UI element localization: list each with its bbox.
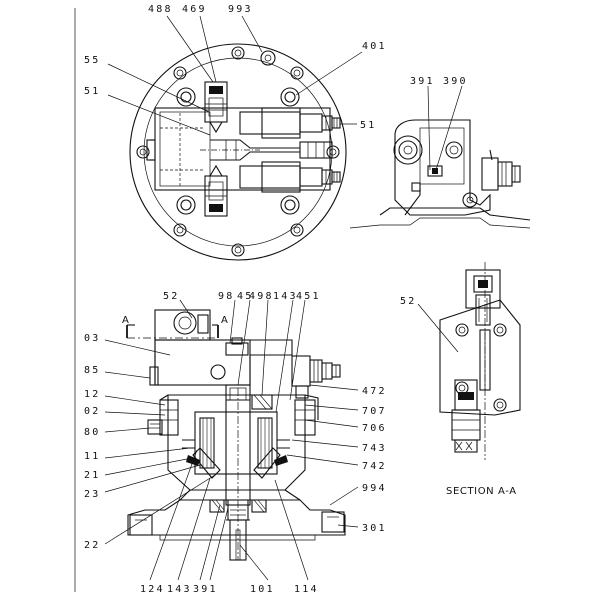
label-391-detail: 391 (410, 76, 435, 87)
label-21: 21 (84, 470, 100, 481)
spool-upper (239, 107, 341, 139)
label-22: 22 (84, 540, 100, 551)
label-391-bottom: 391 (193, 584, 218, 595)
label-98: 98 (218, 291, 234, 302)
label-993: 993 (228, 4, 253, 15)
label-12: 12 (84, 389, 100, 400)
label-472: 472 (362, 386, 387, 397)
relief-valve-upper (204, 81, 228, 134)
label-124: 124 (140, 584, 165, 595)
section-view (126, 309, 346, 561)
label-742: 742 (362, 461, 387, 472)
label-143-bottom: 143 (167, 584, 192, 595)
valve-block (154, 107, 331, 191)
right-fittings (291, 355, 341, 399)
label-488: 488 (148, 4, 173, 15)
port-detail-view (349, 119, 531, 229)
label-101: 101 (250, 584, 275, 595)
leader-lines (104, 15, 463, 581)
section-a-a-title: SECTION A-A (446, 486, 517, 497)
part-labels: 488 469 993 401 55 51 51 391 390 52 98 4… (84, 4, 517, 595)
label-55: 55 (84, 55, 100, 66)
label-11: 11 (84, 451, 100, 462)
top-view (129, 43, 347, 261)
label-390: 390 (443, 76, 468, 87)
flange-bolts (136, 46, 340, 257)
label-114: 114 (294, 584, 319, 595)
cut-mark-a-left: A (122, 315, 129, 326)
spool-lower (239, 161, 341, 193)
motor-flange-outer (129, 43, 347, 261)
valve-body (149, 309, 293, 386)
label-743: 743 (362, 443, 387, 454)
section-a-a-view (439, 262, 521, 460)
label-498: 498 (249, 291, 274, 302)
label-02: 02 (84, 406, 100, 417)
label-45: 45 (237, 291, 253, 302)
label-80: 80 (84, 427, 100, 438)
drive-shaft (225, 384, 251, 561)
label-23: 23 (84, 489, 100, 500)
cut-mark-a-right: A (221, 315, 228, 326)
label-52: 52 (163, 291, 179, 302)
motor-housing (147, 394, 319, 491)
label-707: 707 (362, 406, 387, 417)
label-401: 401 (362, 41, 387, 52)
label-451: 451 (296, 291, 321, 302)
cylinder-block (182, 411, 290, 479)
label-52-section-aa: 52 (400, 296, 416, 307)
mounting-flange (127, 489, 346, 541)
label-51-right: 51 (360, 120, 376, 131)
label-51-left: 51 (84, 86, 100, 97)
label-469: 469 (182, 4, 207, 15)
label-03: 03 (84, 333, 100, 344)
relief-valve-lower (204, 164, 228, 217)
label-706: 706 (362, 423, 387, 434)
motor-flange-inner (143, 57, 333, 247)
label-85: 85 (84, 365, 100, 376)
label-994: 994 (362, 483, 387, 494)
label-301: 301 (362, 523, 387, 534)
label-143: 143 (273, 291, 298, 302)
